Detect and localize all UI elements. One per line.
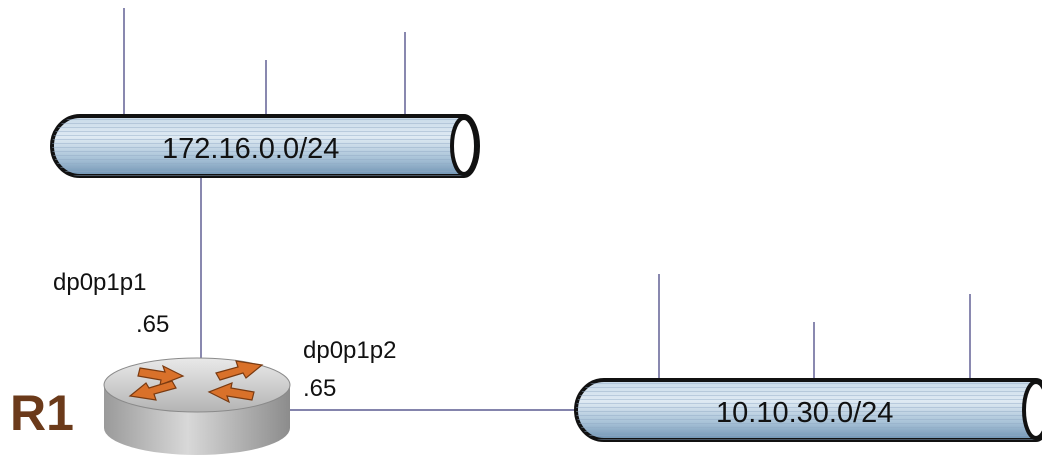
net-top-label: 172.16.0.0/24	[162, 133, 339, 165]
interface-2-address: .65	[303, 375, 336, 402]
interface-2-name: dp0p1p2	[303, 337, 396, 364]
interface-1-name: dp0p1p1	[53, 269, 146, 296]
net-right-pipe	[574, 378, 1042, 442]
net-right-label: 10.10.30.0/24	[716, 397, 893, 429]
router-name: R1	[10, 385, 74, 441]
net-top-pipe	[50, 114, 480, 178]
interface-1-address: .65	[136, 311, 169, 338]
router-icon[interactable]	[103, 357, 291, 455]
router-arrows-icon	[128, 360, 264, 404]
